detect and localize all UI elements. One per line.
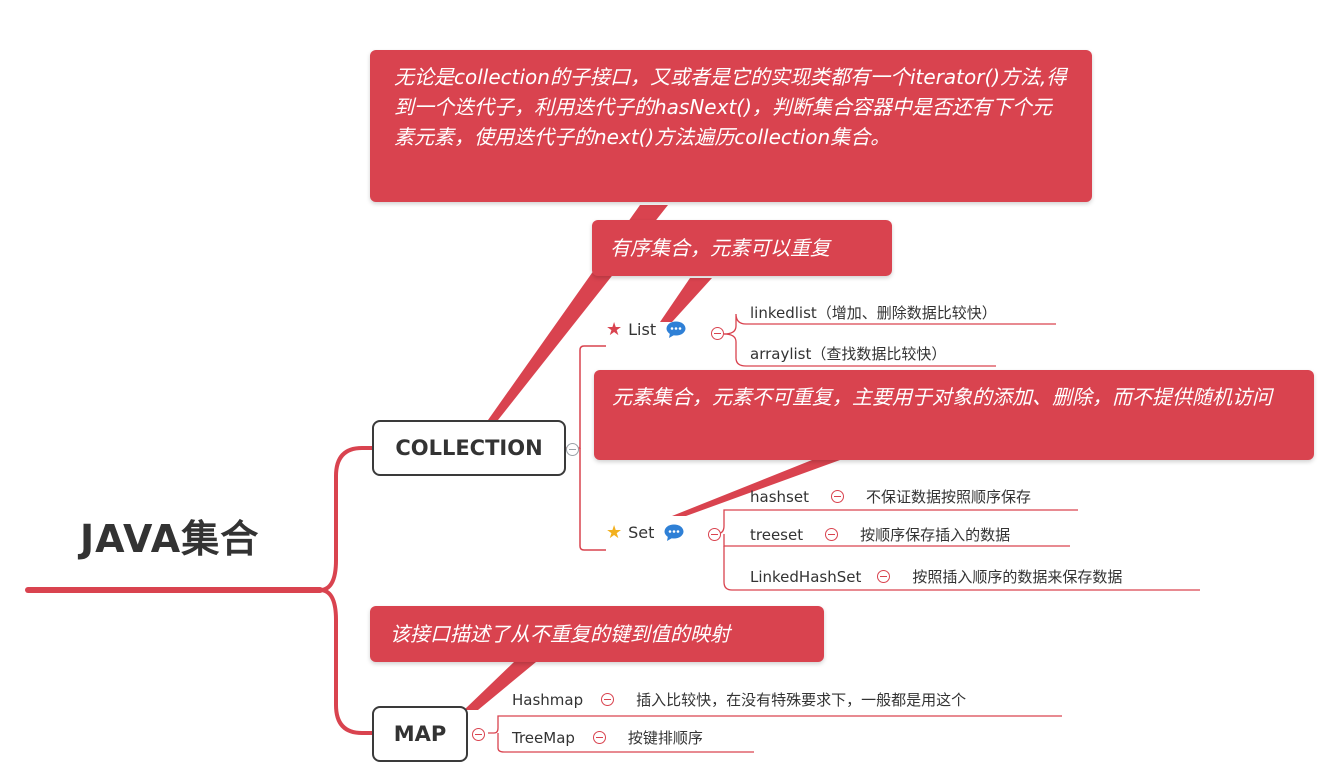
collapse-icon[interactable]	[592, 731, 606, 744]
set-item-desc: 不保证数据按照顺序保存	[865, 488, 1031, 506]
map-node[interactable]: MAP	[372, 706, 468, 762]
list-item-text: linkedlist（增加、删除数据比较快）	[750, 304, 997, 322]
root-title: JAVA集合	[80, 517, 260, 561]
collection-label: COLLECTION	[395, 436, 543, 460]
set-item-treeset: treeset 按顺序保存插入的数据	[750, 524, 1010, 545]
set-note-text: 元素集合，元素不可重复，主要用于对象的添加、删除，而不提供随机访问	[612, 385, 1272, 409]
map-label: MAP	[393, 722, 447, 746]
list-item-text: arraylist（查找数据比较快）	[750, 345, 947, 363]
map-note: 该接口描述了从不重复的键到值的映射	[370, 606, 824, 662]
set-item-desc: 按顺序保存插入的数据	[860, 526, 1011, 544]
map-note-text: 该接口描述了从不重复的键到值的映射	[390, 622, 730, 646]
list-note: 有序集合，元素可以重复	[592, 220, 892, 276]
list-item: arraylist（查找数据比较快）	[750, 343, 946, 364]
set-item-name: LinkedHashSet	[750, 567, 862, 586]
set-item-name: treeset	[750, 525, 804, 544]
star-icon: ★	[606, 318, 623, 340]
map-collapse-icon[interactable]	[472, 728, 485, 741]
collection-collapse-icon[interactable]	[566, 443, 579, 456]
set-item-name: hashset	[750, 487, 809, 506]
map-item-desc: 插入比较快，在没有特殊要求下，一般都是用这个	[636, 691, 967, 709]
comment-icon[interactable]	[664, 524, 684, 541]
collection-note: 无论是collection的子接口，又或者是它的实现类都有一个iterator(…	[370, 50, 1092, 202]
set-branch[interactable]: ★ Set	[606, 523, 684, 542]
collapse-icon[interactable]	[830, 490, 844, 503]
set-item-hashset: hashset 不保证数据按照顺序保存	[750, 486, 1031, 507]
map-item-hashmap: Hashmap 插入比较快，在没有特殊要求下，一般都是用这个	[512, 689, 966, 710]
set-item-linkedhashset: LinkedHashSet 按照插入顺序的数据来保存数据	[750, 566, 1122, 587]
list-collapse-icon[interactable]	[711, 327, 724, 340]
collapse-icon[interactable]	[825, 528, 839, 541]
list-branch[interactable]: ★ List	[606, 320, 686, 339]
list-note-text: 有序集合，元素可以重复	[610, 236, 830, 260]
comment-icon[interactable]	[666, 321, 686, 338]
set-note: 元素集合，元素不可重复，主要用于对象的添加、删除，而不提供随机访问	[594, 370, 1314, 460]
map-item-name: TreeMap	[512, 728, 575, 747]
list-item: linkedlist（增加、删除数据比较快）	[750, 302, 997, 323]
list-label: List	[628, 320, 657, 339]
set-label: Set	[628, 523, 655, 542]
collection-note-text: 无论是collection的子接口，又或者是它的实现类都有一个iterator(…	[394, 65, 1067, 149]
map-item-treemap: TreeMap 按键排顺序	[512, 727, 703, 748]
collection-node[interactable]: COLLECTION	[372, 420, 566, 476]
star-icon: ★	[606, 521, 623, 543]
map-item-desc: 按键排顺序	[627, 729, 703, 747]
map-item-name: Hashmap	[512, 690, 584, 709]
collapse-icon[interactable]	[601, 693, 615, 706]
collapse-icon[interactable]	[877, 570, 891, 583]
set-collapse-icon[interactable]	[708, 528, 721, 541]
set-item-desc: 按照插入顺序的数据来保存数据	[912, 568, 1123, 586]
